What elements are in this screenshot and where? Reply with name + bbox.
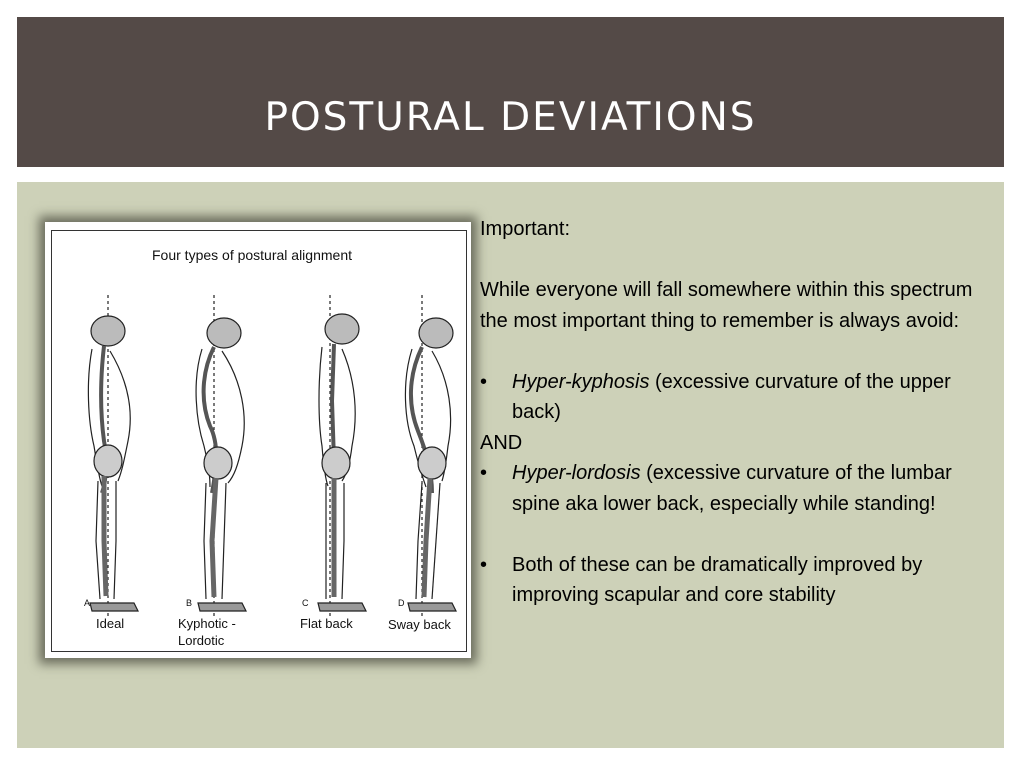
posture-label-ideal: Ideal <box>96 616 125 631</box>
posture-letter-d: D <box>398 598 405 608</box>
posture-letter-b: B <box>186 598 193 608</box>
skeleton-sway-back <box>404 295 457 616</box>
skeleton-kyphotic-lordotic <box>195 295 247 616</box>
posture-letter-a: A <box>84 598 91 608</box>
title-bar: Postural Deviations <box>17 17 1004 167</box>
bullet-hyper-kyphosis-text: (excessive curvature of the upper back) <box>512 370 951 424</box>
content-area: Four types of postural alignment <box>17 182 1004 748</box>
figure-panel: Four types of postural alignment <box>51 230 467 652</box>
posture-label-kyphotic-lordotic: Kyphotic - Lordotic <box>178 616 236 648</box>
posture-illustrations <box>87 295 457 616</box>
skeleton-flat-back <box>317 295 367 616</box>
posture-figure: Four types of postural alignment <box>45 222 471 658</box>
bullet-symbol: • <box>480 553 488 576</box>
main-paragraph: While everyone will fall somewhere withi… <box>480 279 973 332</box>
posture-label-flat-back: Flat back <box>300 616 353 631</box>
term-hyper-kyphosis: Hyper-kyphosis <box>512 370 650 393</box>
bullet-hyper-kyphosis: • Hyper-kyphosis (excessive curvature of… <box>480 367 980 428</box>
bullet-symbol: • <box>480 462 488 484</box>
bullet-symbol: • <box>480 370 488 393</box>
and-text: AND <box>480 431 523 454</box>
intro-text: Important: <box>480 218 571 240</box>
term-hyper-lordosis: Hyper-lordosis <box>512 462 641 484</box>
bullet-stability-text: Both of these can be dramatically improv… <box>512 553 923 607</box>
slide-title: Postural Deviations <box>264 95 757 140</box>
bullet-stability: • Both of these can be dramatically impr… <box>480 550 980 611</box>
skeleton-ideal <box>87 295 139 616</box>
figure-title: Four types of postural alignment <box>152 247 352 263</box>
posture-letter-c: C <box>302 598 309 608</box>
posture-label-sway-back: Sway back <box>388 617 451 632</box>
bullet-hyper-lordosis-text: (excessive curvature of the lumbar spine… <box>512 462 952 515</box>
body-text: Important: While everyone will fall some… <box>480 214 980 611</box>
bullet-hyper-lordosis: • Hyper-lordosis (excessive curvature of… <box>480 458 980 519</box>
